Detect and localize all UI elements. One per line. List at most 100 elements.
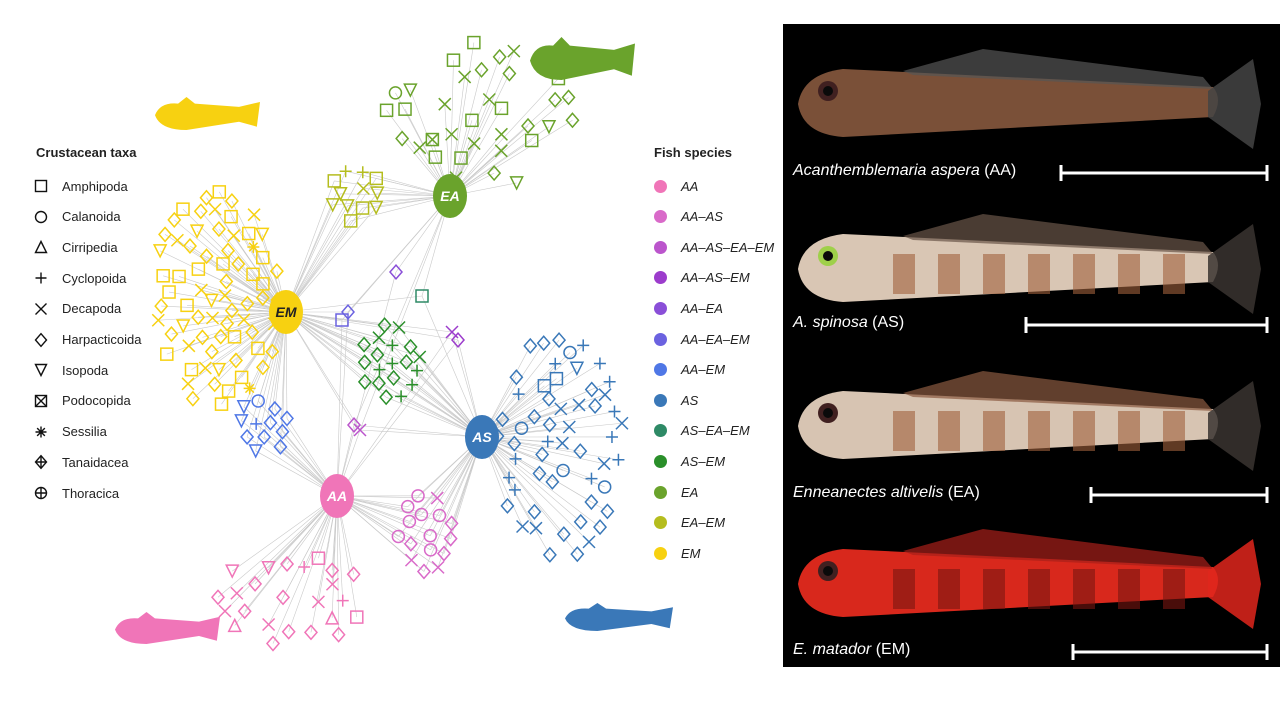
network-edge [421, 295, 483, 438]
network-edge [449, 99, 556, 197]
prey-plus-icon [336, 594, 349, 607]
prey-cross-icon [438, 97, 452, 111]
crustacean-legend-label: Cirripedia [62, 239, 118, 255]
prey-diamond-icon [395, 130, 410, 147]
prey-asterisk-icon [247, 241, 260, 254]
network-edge [378, 337, 483, 438]
species-name: A. spinosa [793, 314, 868, 331]
color-swatch [654, 332, 667, 346]
network-edge [398, 436, 483, 537]
network-edge [347, 195, 451, 207]
network-edge [341, 195, 451, 321]
network-edge [336, 271, 397, 497]
prey-diamond-icon [279, 410, 294, 427]
network-edge [187, 311, 287, 385]
prey-cross-icon [430, 491, 444, 505]
prey-symbols [151, 35, 629, 652]
network-edge [481, 422, 622, 438]
prey-cross-icon [445, 127, 459, 141]
prey-diamond-icon [536, 335, 551, 352]
prey-cross-icon [227, 229, 241, 243]
prey-square-icon [327, 174, 342, 188]
fish-silhouette-ea [530, 37, 635, 80]
cross-icon [35, 302, 47, 315]
prey-diamond-icon [403, 535, 418, 552]
network-edge [285, 207, 363, 313]
prey-diamond-icon [542, 546, 557, 563]
prey-diamond-icon [565, 112, 580, 129]
prey-diamond-icon [257, 428, 272, 446]
prey-cross-icon [494, 144, 508, 158]
prey-diamond-icon [570, 546, 585, 563]
fish-legend-item: EA [654, 483, 698, 501]
prey-diamond-icon [224, 302, 239, 319]
prey-diamond-icon [527, 408, 542, 425]
prey-cross-icon [262, 617, 276, 632]
prey-diamond-icon [220, 315, 235, 332]
prey-diamond-icon [584, 381, 599, 398]
prey-plus-icon [509, 452, 522, 465]
prey-circle-icon [423, 528, 437, 543]
network-edge [336, 495, 439, 568]
prey-circle-icon [556, 463, 570, 478]
network-edge [285, 311, 413, 386]
prey-square-icon [227, 330, 242, 344]
network-edge [336, 319, 343, 497]
prey-diamond-icon [182, 237, 197, 255]
prey-diamond-icon [240, 428, 255, 445]
prey-down-triangle-icon [189, 224, 205, 239]
prey-plus-icon [585, 472, 598, 485]
prey-diamond-icon [245, 324, 260, 341]
prey-diamond-icon [371, 375, 386, 392]
color-swatch [654, 516, 667, 530]
network-edge [285, 207, 377, 313]
network-edge [481, 368, 578, 438]
prey-cross-icon [562, 420, 576, 434]
network-edge [268, 495, 338, 625]
scale-bar [1024, 317, 1269, 333]
prey-diamond-icon [377, 317, 392, 334]
fish-photo [798, 371, 1261, 471]
network-edge [183, 311, 287, 327]
fish-legend-item: EA–EM [654, 514, 725, 532]
species-code: (EM) [875, 641, 911, 658]
scale-bar [1089, 487, 1269, 503]
network-edge [285, 180, 335, 313]
crustacean-legend-item: Thoracica [34, 484, 119, 502]
photo-caption: E. matador (EM) [793, 641, 910, 659]
network-edge [285, 311, 418, 371]
prey-diamond-icon [492, 48, 507, 65]
network-edge [285, 295, 423, 313]
network-edge [449, 42, 475, 197]
prey-cross-icon [597, 457, 611, 471]
prey-down-triangle-icon [236, 400, 252, 415]
prey-cross-icon [507, 44, 521, 58]
prey-plus-icon [356, 166, 369, 179]
prey-down-triangle-icon [175, 319, 191, 334]
prey-square-icon [156, 269, 170, 283]
crustacean-legend-item: Decapoda [34, 300, 121, 318]
fish-legend-label: AA–AS–EA–EM [681, 239, 775, 255]
crustacean-legend-title: Crustacean taxa [36, 145, 137, 160]
prey-cross-icon [529, 521, 543, 535]
prey-cross-icon [247, 208, 261, 222]
fish-legend-item: AA–AS [654, 208, 723, 226]
network-edge [285, 311, 407, 363]
prey-diamond-icon [386, 369, 401, 386]
color-swatch [654, 179, 667, 193]
fish-legend-label: AS–EA–EM [681, 423, 750, 439]
network-edge [214, 209, 287, 313]
prey-diamond-icon [593, 519, 608, 536]
prey-diamond-icon [357, 373, 372, 390]
color-swatch [654, 393, 667, 407]
network-edge [336, 331, 453, 497]
network-edge [363, 344, 483, 438]
prey-square-x-icon [425, 132, 440, 147]
fish-legend-item: AA–AS–EA–EM [654, 238, 774, 256]
prey-square-icon [256, 250, 270, 265]
prey-square-icon [398, 102, 412, 116]
prey-diamond-icon [199, 248, 214, 265]
prey-diamond-icon [347, 416, 361, 434]
network-edge [449, 69, 482, 197]
crustacean-legend-label: Amphipoda [62, 178, 128, 194]
